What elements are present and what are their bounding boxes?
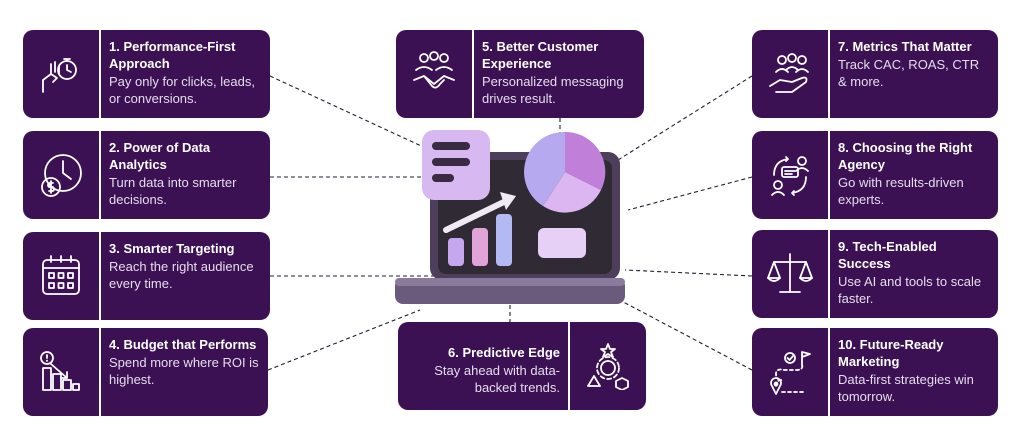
card-description: Use AI and tools to scale faster. [838, 274, 982, 306]
card-smarter-targeting[interactable]: 3. Smarter Targeting Reach the right aud… [23, 232, 270, 320]
doc-line-2 [432, 158, 470, 166]
people-exchange-icon [771, 156, 809, 196]
doc-line-3 [432, 174, 454, 182]
connector-9 [624, 269, 753, 277]
card-description: Stay ahead with data-backed trends. [434, 363, 560, 395]
card-title: 10. Future-Ready Marketing [838, 337, 944, 369]
scale-balance-icon [767, 253, 813, 293]
card-description: Reach the right audience every time. [109, 259, 254, 291]
trend-arrowhead [500, 192, 516, 210]
card-right-agency[interactable]: 8. Choosing the Right Agency Go with res… [752, 131, 998, 219]
pie-chart [524, 131, 606, 213]
card-title: 6. Predictive Edge [448, 345, 560, 360]
card-title: 7. Metrics That Matter [838, 39, 972, 54]
connector-4 [267, 309, 421, 371]
connector-10 [611, 295, 753, 371]
card-performance-first[interactable]: 1. Performance-First Approach Pay only f… [23, 30, 270, 118]
card-title: 1. Performance-First Approach [109, 39, 236, 71]
card-title: 9. Tech-Enabled Success [838, 239, 937, 271]
card-predictive-edge[interactable]: 6. Predictive Edge Stay ahead with data-… [398, 322, 646, 410]
hand-stopwatch-icon [42, 58, 77, 93]
clock-dollar-icon [41, 154, 82, 197]
card-title: 3. Smarter Targeting [109, 241, 235, 256]
declining-bars-icon [40, 351, 80, 391]
roadmap-flag-icon [770, 351, 811, 395]
card-customer-experience[interactable]: 5. Better Customer Experience Personaliz… [396, 30, 644, 118]
bar-1 [448, 238, 464, 266]
card-tech-enabled[interactable]: 9. Tech-Enabled Success Use AI and tools… [752, 230, 998, 318]
gear-shapes-icon [587, 343, 629, 390]
screen-panel [538, 228, 586, 258]
doc-line-1 [432, 142, 470, 150]
bar-3 [496, 214, 512, 266]
card-metrics-matter[interactable]: 7. Metrics That Matter Track CAC, ROAS, … [752, 30, 998, 118]
card-description: Spend more where ROI is highest. [109, 355, 259, 387]
card-data-analytics[interactable]: 2. Power of Data Analytics Turn data int… [23, 131, 270, 219]
connector-7 [617, 75, 753, 161]
laptop-base-edge [395, 278, 625, 286]
card-description: Track CAC, ROAS, CTR & more. [838, 57, 980, 89]
connector-8 [627, 176, 753, 211]
card-description: Turn data into smarter decisions. [109, 175, 237, 207]
card-title: 8. Choosing the Right Agency [838, 140, 973, 172]
card-description: Go with results-driven experts. [838, 175, 964, 207]
card-description: Data-first strategies win tomorrow. [838, 372, 974, 404]
bar-2 [472, 228, 488, 266]
card-title: 4. Budget that Performs [109, 337, 257, 352]
trend-arrow [443, 197, 511, 233]
card-description: Pay only for clicks, leads, or conversio… [109, 74, 255, 106]
card-title: 5. Better Customer Experience [482, 39, 599, 71]
calendar-icon [42, 255, 80, 295]
hand-people-icon [769, 53, 809, 93]
handshake-icon [413, 51, 455, 89]
laptop-dashboard-illustration [395, 130, 625, 304]
card-description: Personalized messaging drives result. [482, 74, 624, 106]
card-budget-performs[interactable]: 4. Budget that Performs Spend more where… [23, 328, 268, 416]
card-title: 2. Power of Data Analytics [109, 140, 211, 172]
connector-1 [269, 75, 431, 151]
card-future-ready[interactable]: 10. Future-Ready Marketing Data-first st… [752, 328, 998, 416]
